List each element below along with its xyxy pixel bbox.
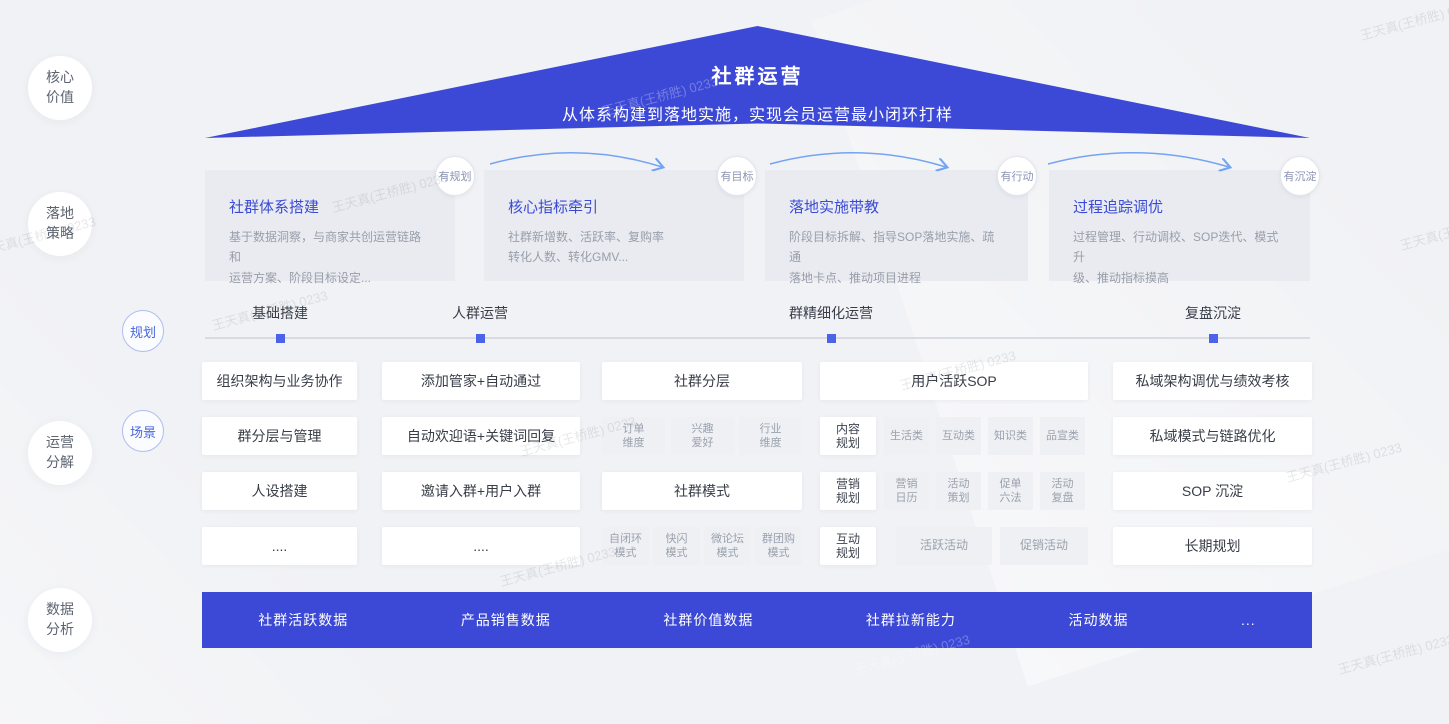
data-bar-item: 社群价值数据 (663, 612, 754, 628)
strategy-card-desc: 社群新增数、活跃率、复购率 转化人数、转化GMV... (508, 230, 665, 265)
strategy-card-title: 过程追踪调优 (1073, 199, 1164, 216)
scene-chip: 兴趣 爱好 (671, 417, 734, 455)
data-analysis-bar: 社群活跃数据 产品销售数据 社群价值数据 社群拉新能力 活动数据 ... (202, 592, 1312, 648)
scene-chip: 知识类 (988, 417, 1033, 455)
scene-chip: 品宣类 (1040, 417, 1085, 455)
strategy-card-process-tuning: 过程追踪调优 过程管理、行动调校、SOP迭代、模式升 级、推动指标摸高 (1049, 170, 1310, 285)
scene-leader-interaction-plan: 互动 规划 (820, 527, 876, 565)
scene-card: 人设搭建 (202, 472, 357, 510)
strategy-card-implementation-coach: 落地实施带教 阶段目标拆解、指导SOP落地实施、疏通 落地卡点、推动项目进程 (765, 170, 1028, 285)
data-bar-item: 社群活跃数据 (258, 612, 349, 628)
milestone-badge-actioned: 有行动 (997, 156, 1037, 196)
flow-arrows (489, 152, 1300, 186)
strategy-card-title: 核心指标牵引 (508, 199, 599, 216)
scene-chip: 快闪 模式 (653, 527, 700, 565)
scene-card-more: .... (382, 527, 580, 565)
scene-chip: 活动 策划 (936, 472, 981, 510)
timeline-milestone-foundation: 基础搭建 (252, 303, 308, 343)
strategy-card-desc: 过程管理、行动调校、SOP迭代、模式升 级、推动指标摸高 (1073, 230, 1279, 285)
scene-card-user-active-sop: 用户活跃SOP (820, 362, 1088, 400)
scene-card: 私域模式与链路优化 (1113, 417, 1312, 455)
scene-chip: 活动 复盘 (1040, 472, 1085, 510)
milestone-badge-targeted: 有目标 (717, 156, 757, 196)
watermark: 王天真(王桥胜) 0233 (1398, 208, 1449, 254)
scene-chip: 自闭环 模式 (602, 527, 649, 565)
timeline-milestone-label: 复盘沉淀 (1185, 305, 1241, 321)
diagram-subtitle: 从体系构建到落地实施，实现会员运营最小闭环打样 (561, 107, 953, 124)
data-bar-item-more: ... (1241, 612, 1256, 628)
watermark: 王天真(王桥胜) 0233 (1336, 631, 1449, 678)
scene-chip: 活跃活动 (896, 527, 992, 565)
scene-card-community-layering: 社群分层 (602, 362, 802, 400)
scene-leader-marketing-plan: 营销 规划 (820, 472, 876, 510)
timeline-milestone-refined-ops: 群精细化运营 (789, 303, 873, 343)
scene-card: 长期规划 (1113, 527, 1312, 565)
flow-arrow-1 (489, 152, 662, 167)
side-label-landing-strategy: 落地 策略 (28, 192, 92, 256)
scene-chip: 群团购 模式 (755, 527, 802, 565)
strategy-card-title: 社群体系搭建 (229, 199, 320, 216)
scene-chip: 订单 维度 (602, 417, 665, 455)
scene-chip: 营销 日历 (884, 472, 929, 510)
strategy-card-system-build: 社群体系搭建 基于数据洞察，与商家共创运营链路和 运营方案、阶段目标设定... (205, 170, 455, 285)
strategy-card-kpi-guide: 核心指标牵引 社群新增数、活跃率、复购率 转化人数、转化GMV... (484, 170, 744, 281)
scene-chip: 促销活动 (1000, 527, 1088, 565)
scene-card: 群分层与管理 (202, 417, 357, 455)
strategy-card-desc: 阶段目标拆解、指导SOP落地实施、疏通 落地卡点、推动项目进程 (789, 230, 995, 285)
scene-chip: 互动类 (936, 417, 981, 455)
scene-card-community-mode: 社群模式 (602, 472, 802, 510)
data-bar-item: 活动数据 (1068, 612, 1129, 628)
scene-card: 私域架构调优与绩效考核 (1113, 362, 1312, 400)
watermark: 王天真(王桥胜) 0233 (1358, 0, 1449, 44)
timeline-milestone-label: 人群运营 (452, 305, 508, 321)
data-bar-item: 社群拉新能力 (865, 612, 956, 628)
scene-chip: 促单 六法 (988, 472, 1033, 510)
timeline-track (205, 337, 1310, 339)
scene-card: 添加管家+自动通过 (382, 362, 580, 400)
milestone-badge-planned: 有规划 (435, 156, 475, 196)
scene-card: 组织架构与业务协作 (202, 362, 357, 400)
scene-chip: 微论坛 模式 (704, 527, 751, 565)
side-label-core-value: 核心 价值 (28, 56, 92, 120)
scene-card-more: .... (202, 527, 357, 565)
timeline-marker (826, 334, 836, 343)
planning-circle: 规划 (122, 310, 164, 352)
milestone-badge-deposited: 有沉淀 (1280, 156, 1320, 196)
timeline-milestone-label: 基础搭建 (252, 305, 308, 321)
flow-arrow-3 (1047, 152, 1229, 167)
scene-chip: 生活类 (884, 417, 929, 455)
timeline-milestone-audience: 人群运营 (452, 303, 508, 343)
timeline-marker (475, 334, 485, 343)
side-label-operation-breakdown: 运营 分解 (28, 421, 92, 485)
strategy-card-desc: 基于数据洞察，与商家共创运营链路和 运营方案、阶段目标设定... (229, 230, 422, 285)
roof-banner: 社群运营 从体系构建到落地实施，实现会员运营最小闭环打样 (205, 26, 1310, 138)
strategy-card-title: 落地实施带教 (789, 199, 880, 216)
flow-arrow-2 (769, 152, 946, 167)
timeline-marker (275, 334, 285, 343)
side-label-data-analysis: 数据 分析 (28, 588, 92, 652)
timeline-milestone-review: 复盘沉淀 (1185, 303, 1241, 343)
timeline-marker (1208, 334, 1218, 343)
scene-card: SOP 沉淀 (1113, 472, 1312, 510)
diagram-title: 社群运营 (711, 66, 804, 88)
scene-leader-content-plan: 内容 规划 (820, 417, 876, 455)
timeline-milestone-label: 群精细化运营 (789, 305, 873, 321)
scene-card: 自动欢迎语+关键词回复 (382, 417, 580, 455)
data-bar-item: 产品销售数据 (460, 612, 551, 628)
scene-chip: 行业 维度 (739, 417, 802, 455)
scene-circle: 场景 (122, 410, 164, 452)
scene-card: 邀请入群+用户入群 (382, 472, 580, 510)
